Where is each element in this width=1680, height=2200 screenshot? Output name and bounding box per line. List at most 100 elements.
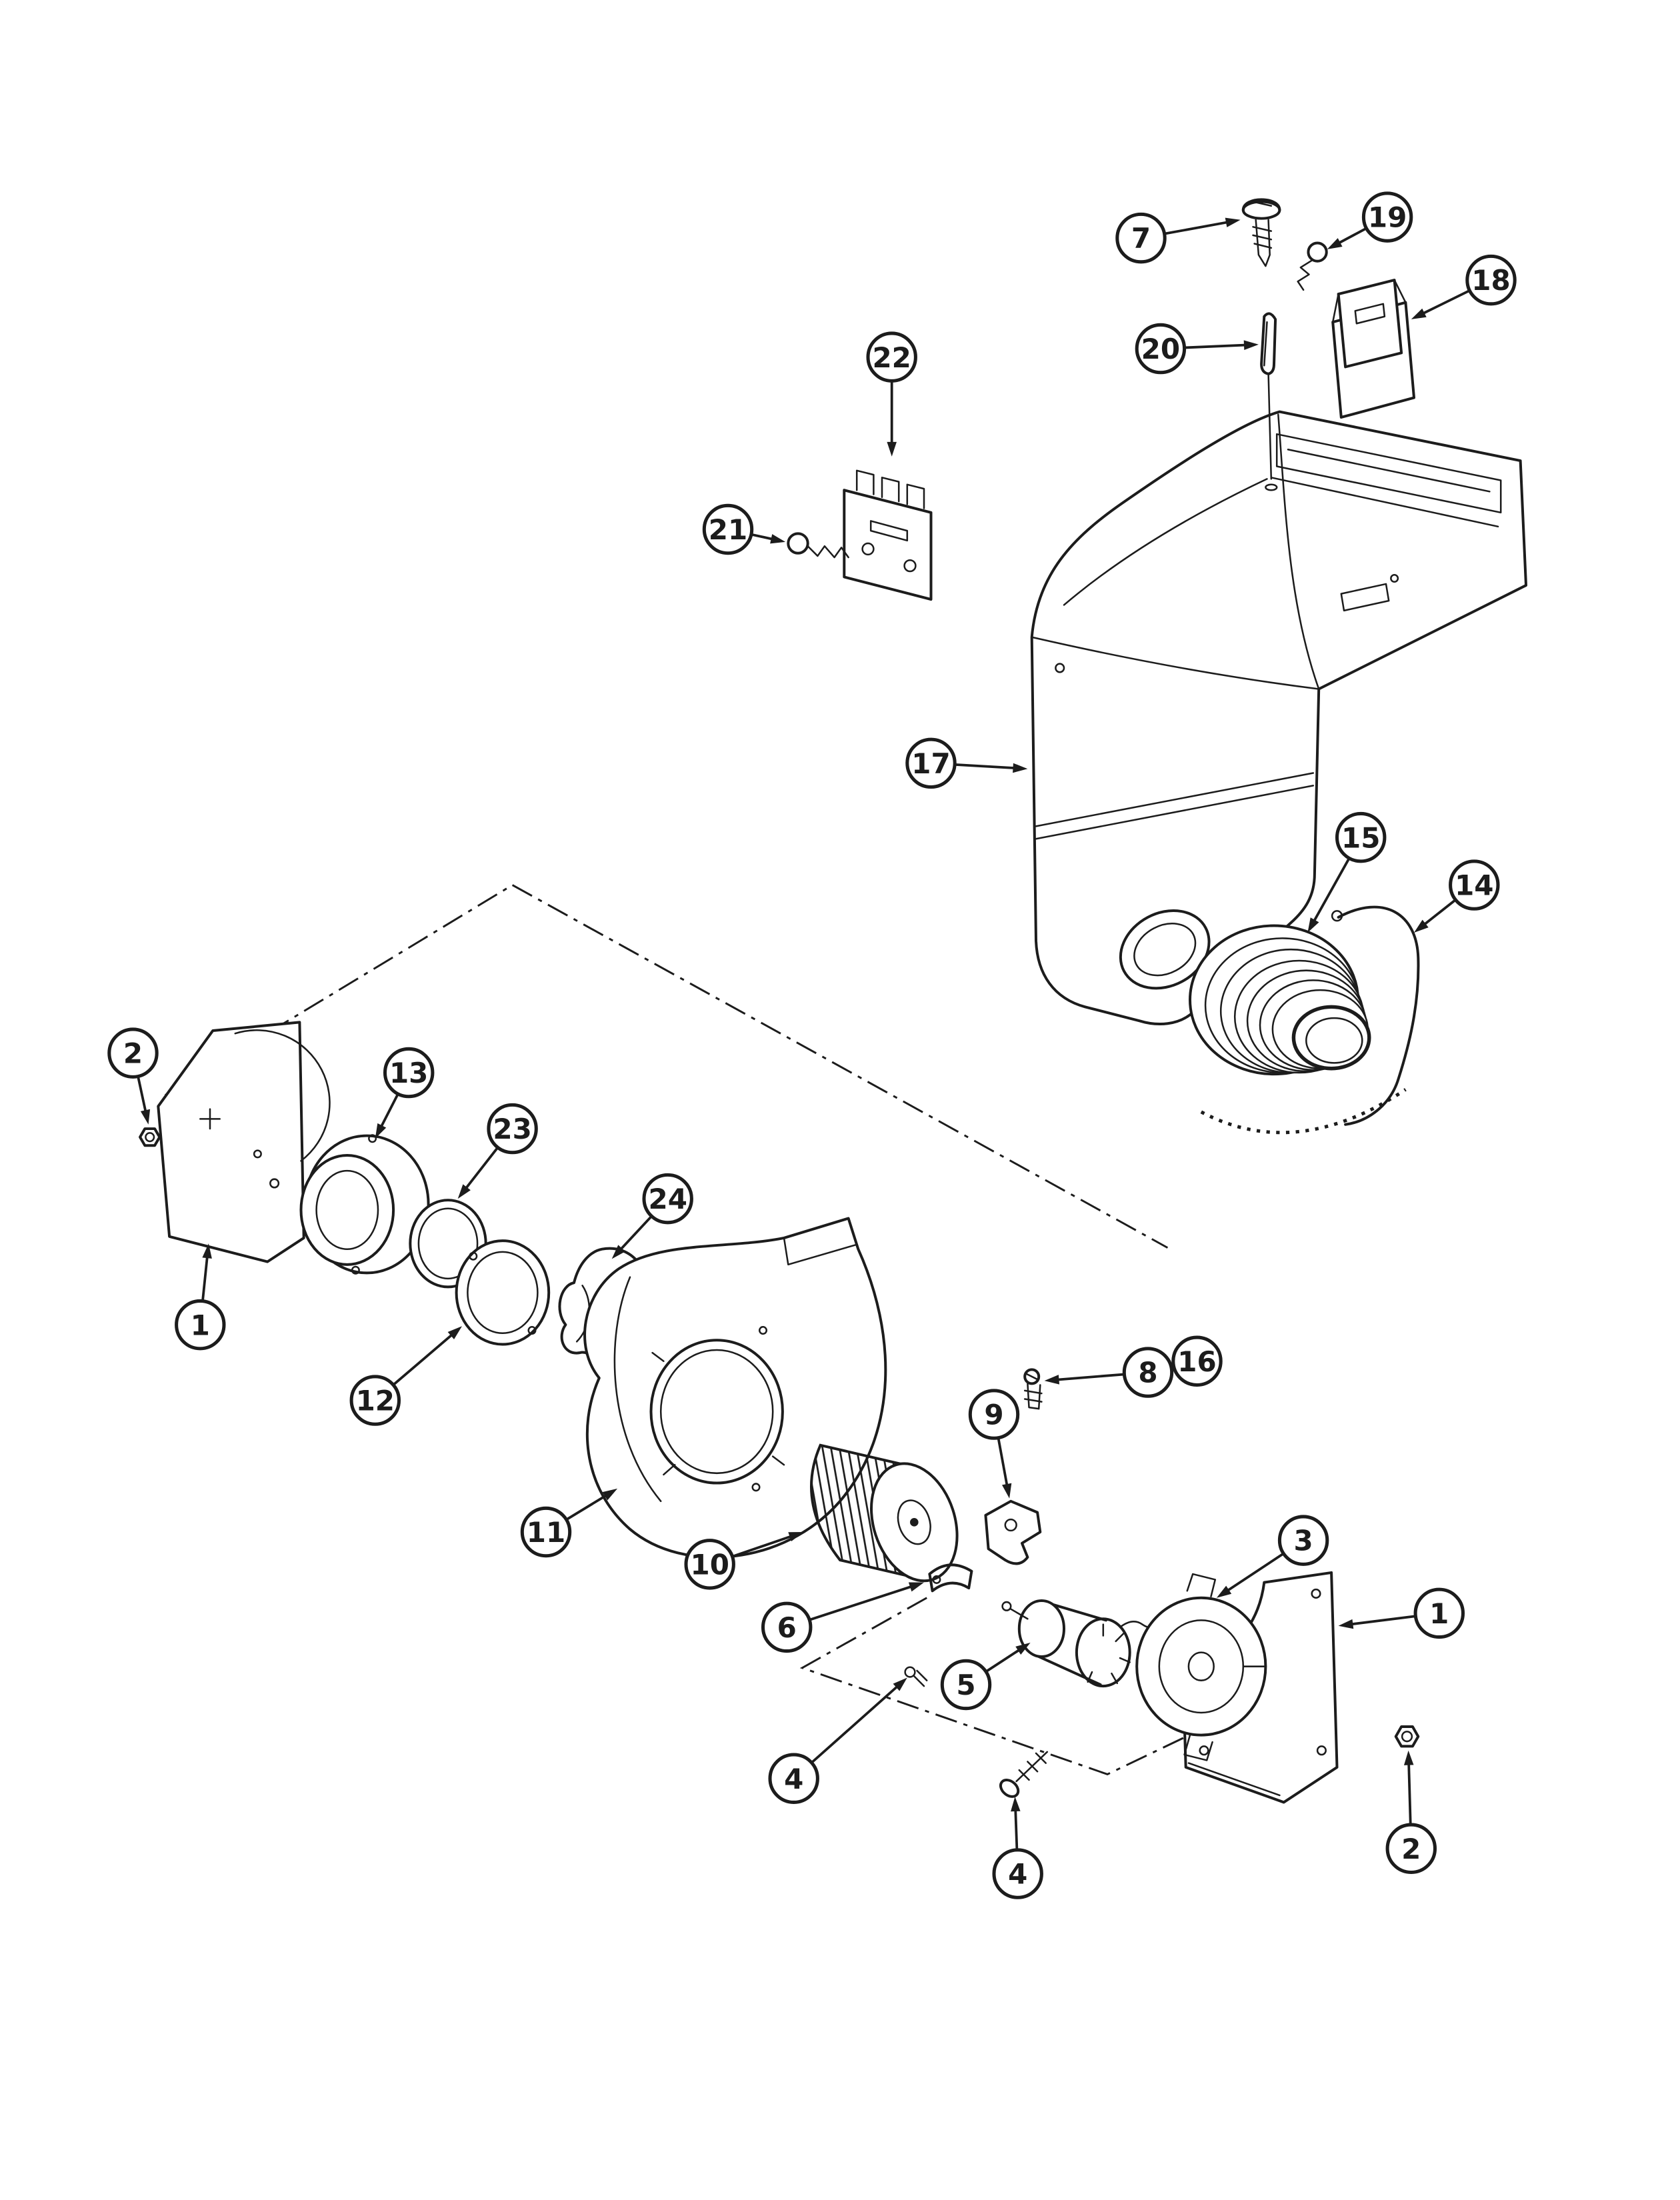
callout-balloon bbox=[768, 1753, 819, 1804]
callout-balloon bbox=[175, 1299, 226, 1351]
blower-housing-details bbox=[613, 1237, 857, 1503]
callout-balloon bbox=[992, 1848, 1043, 1899]
flex-duct-part bbox=[1189, 924, 1407, 1135]
duct-opening bbox=[1291, 1005, 1371, 1071]
housing-outlet-hole-inner bbox=[1133, 923, 1197, 977]
callout-number: 9 bbox=[984, 1399, 1003, 1431]
alignment-line-lower bbox=[799, 1597, 1269, 1776]
callout-number: 22 bbox=[872, 341, 911, 374]
callout-leader-line bbox=[1418, 289, 1471, 317]
main-housing-part bbox=[1030, 410, 1527, 1025]
callout-balloon bbox=[761, 1601, 813, 1653]
callout-17: 17 bbox=[905, 737, 1028, 789]
screw-4-bottom-shank bbox=[1015, 1751, 1049, 1783]
callout-6: 6 bbox=[761, 1582, 924, 1653]
pin-20-seat-hole bbox=[1265, 483, 1278, 491]
housing-outline bbox=[1030, 410, 1527, 1025]
callout-18: 18 bbox=[1411, 254, 1517, 319]
right-plate-hole-1 bbox=[1311, 1588, 1321, 1599]
screw-7-shank bbox=[1252, 201, 1273, 267]
callout-11: 11 bbox=[520, 1488, 618, 1558]
callout-arrowhead bbox=[1225, 217, 1241, 227]
scroll-plate-group bbox=[1135, 1573, 1267, 1761]
scroll-3-hub bbox=[1187, 1651, 1215, 1681]
callout-number: 3 bbox=[1293, 1525, 1313, 1557]
callout-1: 1 bbox=[1338, 1587, 1465, 1639]
callout-number: 16 bbox=[1177, 1345, 1216, 1378]
bracket-plate-18-front bbox=[1337, 279, 1403, 369]
screw-8-head bbox=[1023, 1368, 1041, 1385]
blower-inlet-hole-inner bbox=[659, 1349, 774, 1475]
motor-bracket-9 bbox=[984, 1499, 1042, 1565]
alignment-line-upper-left bbox=[165, 884, 513, 1096]
callout-number: 2 bbox=[1401, 1833, 1421, 1865]
scroll-3-tabs bbox=[1183, 1573, 1267, 1761]
clamp-6 bbox=[928, 1563, 973, 1593]
callout-leader-line bbox=[616, 1215, 653, 1254]
callout-leader-line bbox=[565, 1491, 611, 1521]
callout-leader-line bbox=[809, 1583, 917, 1621]
callout-leader-line bbox=[377, 1093, 399, 1132]
callout-number: 20 bbox=[1141, 333, 1180, 365]
terminal-bracket-22 bbox=[843, 489, 933, 601]
right-plate-hole-2 bbox=[1316, 1745, 1327, 1756]
callout-arrowhead bbox=[770, 534, 786, 544]
pin-20-detail bbox=[1263, 321, 1273, 480]
motor-5-shaft-end bbox=[1001, 1601, 1012, 1611]
callout-arrowhead bbox=[1338, 1619, 1354, 1629]
ring-12-inner bbox=[467, 1251, 539, 1335]
callout-arrowhead bbox=[887, 441, 897, 457]
callout-balloon bbox=[349, 1375, 401, 1426]
callout-balloon bbox=[684, 1539, 735, 1590]
nut-2-left bbox=[139, 1127, 161, 1147]
callout-12: 12 bbox=[349, 1326, 462, 1426]
callout-balloon bbox=[1335, 811, 1387, 863]
right-plate-fold-line bbox=[1187, 1762, 1281, 1797]
callout-leader-line bbox=[955, 763, 1019, 770]
callout-number: 12 bbox=[356, 1385, 395, 1417]
callout-arrowhead bbox=[1411, 308, 1427, 319]
callout-number: 24 bbox=[648, 1183, 687, 1215]
housing-outlet-hole bbox=[1119, 909, 1211, 990]
callout-arrowhead bbox=[447, 1326, 462, 1340]
callout-arrowhead bbox=[1307, 917, 1319, 933]
terminal-bracket-group bbox=[787, 469, 933, 601]
terminal-bracket-hole-1 bbox=[861, 542, 875, 556]
callout-balloon bbox=[1361, 191, 1413, 243]
blower-inlet-hole bbox=[649, 1339, 784, 1485]
callout-arrowhead bbox=[457, 1184, 471, 1199]
terminal-bracket-hole-2 bbox=[903, 559, 917, 573]
blower-wheel-hub bbox=[897, 1499, 931, 1545]
callout-balloon bbox=[642, 1173, 693, 1225]
callout-number: 11 bbox=[527, 1516, 565, 1549]
callout-leader-line bbox=[985, 1646, 1025, 1673]
callout-number: 18 bbox=[1471, 264, 1510, 297]
callout-9: 9 bbox=[968, 1389, 1020, 1499]
blower-wheel-part bbox=[809, 1443, 959, 1583]
callout-7: 7 bbox=[1115, 212, 1241, 264]
left-plate-hole-1 bbox=[269, 1178, 280, 1189]
callout-leader-line bbox=[1346, 1615, 1416, 1627]
ring-12 bbox=[455, 1239, 551, 1346]
callout-balloon bbox=[1413, 1587, 1465, 1639]
callout-leader-line bbox=[201, 1251, 209, 1301]
callout-leader-line bbox=[392, 1330, 457, 1386]
callout-number: 23 bbox=[493, 1113, 531, 1145]
housing-label-screw bbox=[1390, 574, 1399, 583]
motor-5-shaft bbox=[1009, 1608, 1029, 1620]
callout-10: 10 bbox=[684, 1532, 804, 1590]
callout-20: 20 bbox=[1135, 323, 1259, 375]
callout-13: 13 bbox=[375, 1047, 435, 1139]
callout-balloon bbox=[1171, 1335, 1223, 1387]
callout-arrowhead bbox=[1015, 1642, 1031, 1655]
screw-7-head bbox=[1241, 200, 1281, 220]
screw-4-left-shank bbox=[913, 1669, 928, 1687]
callout-arrowhead bbox=[1044, 1375, 1060, 1385]
callout-arrowhead bbox=[1011, 1797, 1021, 1812]
callout-leader-line bbox=[1419, 899, 1457, 929]
callout-number: 17 bbox=[911, 747, 950, 780]
callout-balloon bbox=[383, 1047, 435, 1099]
screw-19-shank bbox=[1297, 259, 1313, 291]
